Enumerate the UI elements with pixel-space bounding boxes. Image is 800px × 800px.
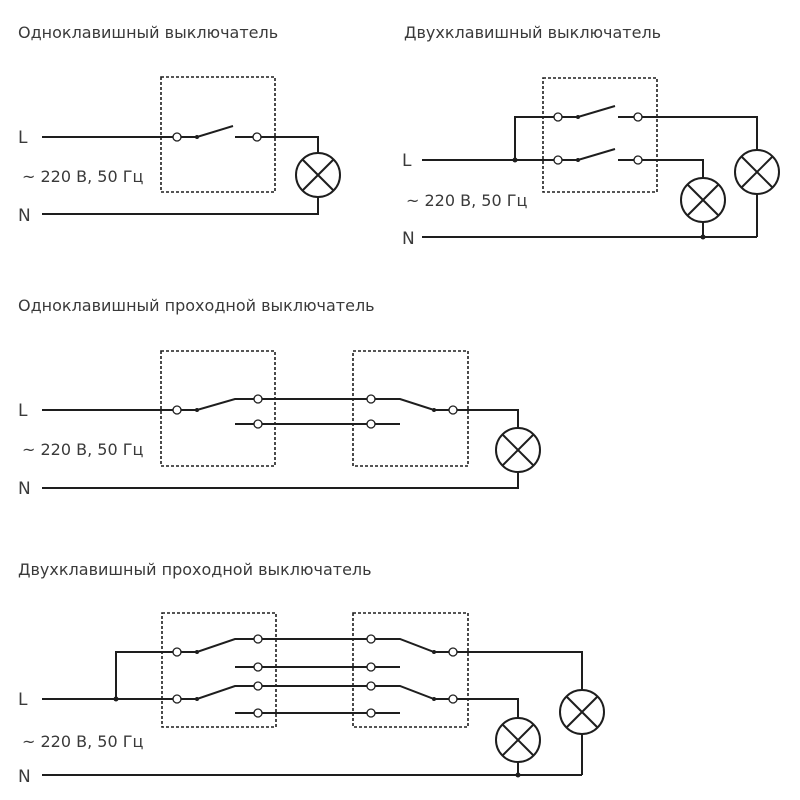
terminal — [172, 132, 182, 142]
switch-box — [161, 612, 277, 728]
terminal — [366, 419, 376, 429]
junction — [512, 157, 518, 163]
terminal — [253, 662, 263, 672]
switch-box — [160, 350, 276, 467]
voltage-label: ~ 220 В, 50 Гц — [22, 167, 143, 186]
diagram-double-passthrough-switch: Двухклавишный проходной выключатель L ~ … — [18, 560, 605, 787]
diagram-title: Одноклавишный выключатель — [18, 23, 278, 42]
terminal — [172, 694, 182, 704]
terminal — [366, 634, 376, 644]
terminal — [172, 405, 182, 415]
switch-box — [160, 76, 276, 193]
lamp-icon — [495, 717, 541, 763]
lamp-icon — [559, 689, 605, 735]
diagram-double-switch: Двухклавишный выключатель L ~ 220 В, 50 … — [402, 23, 780, 249]
switch-box — [352, 350, 469, 467]
voltage-label: ~ 220 В, 50 Гц — [406, 191, 527, 210]
terminal — [172, 647, 182, 657]
lamp-icon — [680, 177, 726, 223]
terminal — [366, 681, 376, 691]
voltage-label: ~ 220 В, 50 Гц — [22, 440, 143, 459]
pivot — [195, 697, 199, 701]
terminal — [253, 681, 263, 691]
terminal — [633, 112, 643, 122]
lamp-icon — [295, 152, 341, 198]
pivot — [195, 650, 199, 654]
pivot — [432, 408, 436, 412]
phase-label: L — [402, 151, 412, 171]
phase-label: L — [18, 690, 28, 710]
pivot — [195, 408, 199, 412]
terminal — [253, 634, 263, 644]
terminal — [448, 647, 458, 657]
pivot — [432, 650, 436, 654]
diagram-title: Одноклавишный проходной выключатель — [18, 296, 375, 315]
terminal — [252, 132, 262, 142]
junction — [515, 772, 521, 778]
terminal — [253, 394, 263, 404]
junction — [700, 234, 706, 240]
pivot — [195, 135, 199, 139]
diagram-title: Двухклавишный выключатель — [404, 23, 661, 42]
switch-box — [352, 612, 469, 728]
terminal — [553, 155, 563, 165]
lamp-icon — [495, 427, 541, 473]
terminal — [366, 394, 376, 404]
neutral-label: N — [18, 767, 31, 787]
terminal — [253, 419, 263, 429]
pivot — [432, 697, 436, 701]
terminal — [633, 155, 643, 165]
phase-label: L — [18, 128, 28, 148]
terminal — [253, 708, 263, 718]
switch-box — [542, 77, 658, 193]
junction — [113, 696, 119, 702]
neutral-label: N — [18, 206, 31, 226]
diagram-single-passthrough-switch: Одноклавишный проходной выключатель L ~ … — [18, 296, 541, 499]
diagram-single-switch: Одноклавишный выключатель L ~ 220 В, 50 … — [18, 23, 341, 226]
neutral-label: N — [18, 479, 31, 499]
terminal — [366, 662, 376, 672]
terminal — [448, 405, 458, 415]
phase-label: L — [18, 401, 28, 421]
pivot — [576, 158, 580, 162]
terminal — [448, 694, 458, 704]
terminal — [366, 708, 376, 718]
diagram-title: Двухклавишный проходной выключатель — [18, 560, 372, 579]
voltage-label: ~ 220 В, 50 Гц — [22, 732, 143, 751]
neutral-label: N — [402, 229, 415, 249]
lamp-icon — [734, 149, 780, 195]
pivot — [576, 115, 580, 119]
terminal — [553, 112, 563, 122]
wire — [42, 638, 583, 776]
